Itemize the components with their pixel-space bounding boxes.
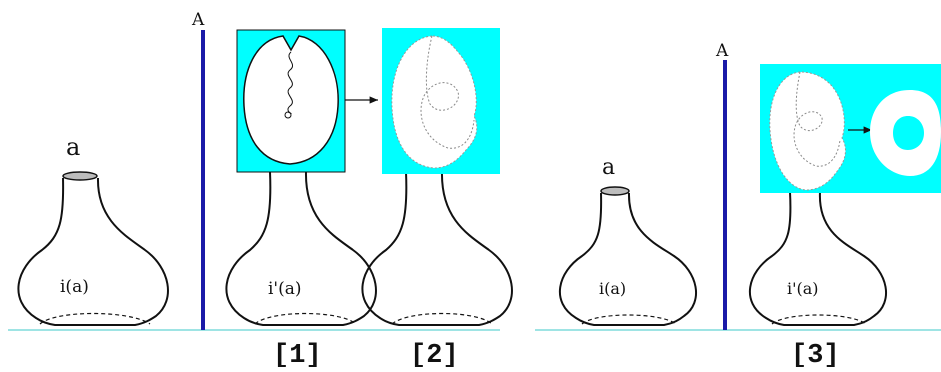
label-i-prime-a-1: i'(a) (268, 279, 302, 299)
label-i-prime-a-2: i'(a) (787, 279, 819, 298)
flask-i-a-right (558, 186, 698, 326)
label-i-a-left: i(a) (60, 277, 89, 297)
flask-i-prime-a-1 (225, 171, 377, 326)
tag-1: [1] (273, 341, 322, 367)
label-A-right: A (715, 41, 729, 61)
panel-1 (236, 29, 346, 173)
flask-i-prime-a-2 (748, 191, 888, 326)
tag-3: [3] (791, 341, 840, 367)
label-i-a-right: i(a) (599, 279, 626, 298)
flask-i-a-left (17, 171, 169, 326)
tag-2: [2] (410, 341, 459, 367)
label-A-mid: A (191, 10, 205, 30)
panel-3 (760, 64, 941, 193)
flask-panel-2 (361, 171, 513, 326)
label-a-left: a (66, 133, 80, 161)
panel-2 (382, 28, 500, 174)
label-a-right: a (602, 155, 615, 180)
